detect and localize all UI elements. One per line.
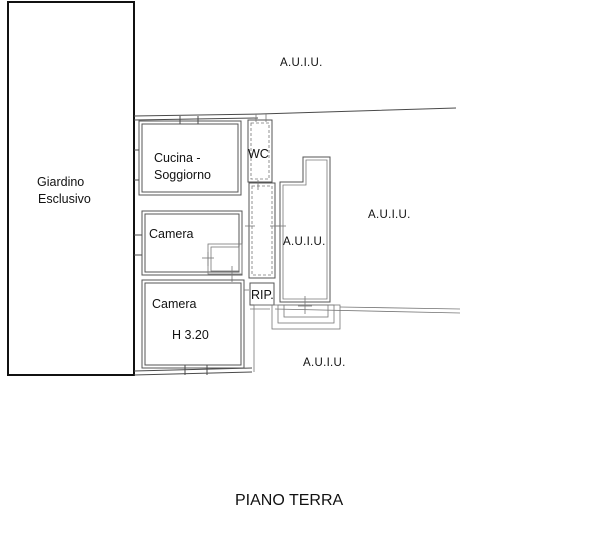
kitchen-label-line2: Soggiorno (154, 168, 211, 182)
garden-area (7, 1, 135, 376)
garden-label-line1: Giardino (37, 175, 84, 189)
boundary-lines (133, 107, 461, 376)
auiu-top-label: A.U.I.U. (280, 57, 323, 69)
camera-lower-label: Camera (152, 297, 197, 311)
entry-steps (271, 296, 341, 330)
garden-label-line2: Esclusivo (38, 192, 91, 206)
camera-upper-label: Camera (149, 227, 194, 241)
auiu-right-label: A.U.I.U. (368, 209, 411, 221)
kitchen-label-line1: Cucina - (154, 151, 201, 165)
camera-lower-room (141, 279, 249, 375)
corridor (245, 180, 280, 279)
floor-title: PIANO TERRA (235, 492, 344, 509)
wc-label: WC (248, 147, 269, 161)
wc-room (247, 114, 273, 183)
auiu-center-label: A.U.I.U. (283, 236, 326, 248)
ceiling-height-label: H 3.20 (172, 328, 209, 342)
auiu-center-block (276, 156, 331, 303)
kitchen-room (134, 116, 242, 196)
rip-room (249, 282, 275, 372)
rip-label: RIP. (251, 288, 274, 302)
camera-upper-room (134, 210, 243, 282)
auiu-bottom-label: A.U.I.U. (303, 357, 346, 369)
